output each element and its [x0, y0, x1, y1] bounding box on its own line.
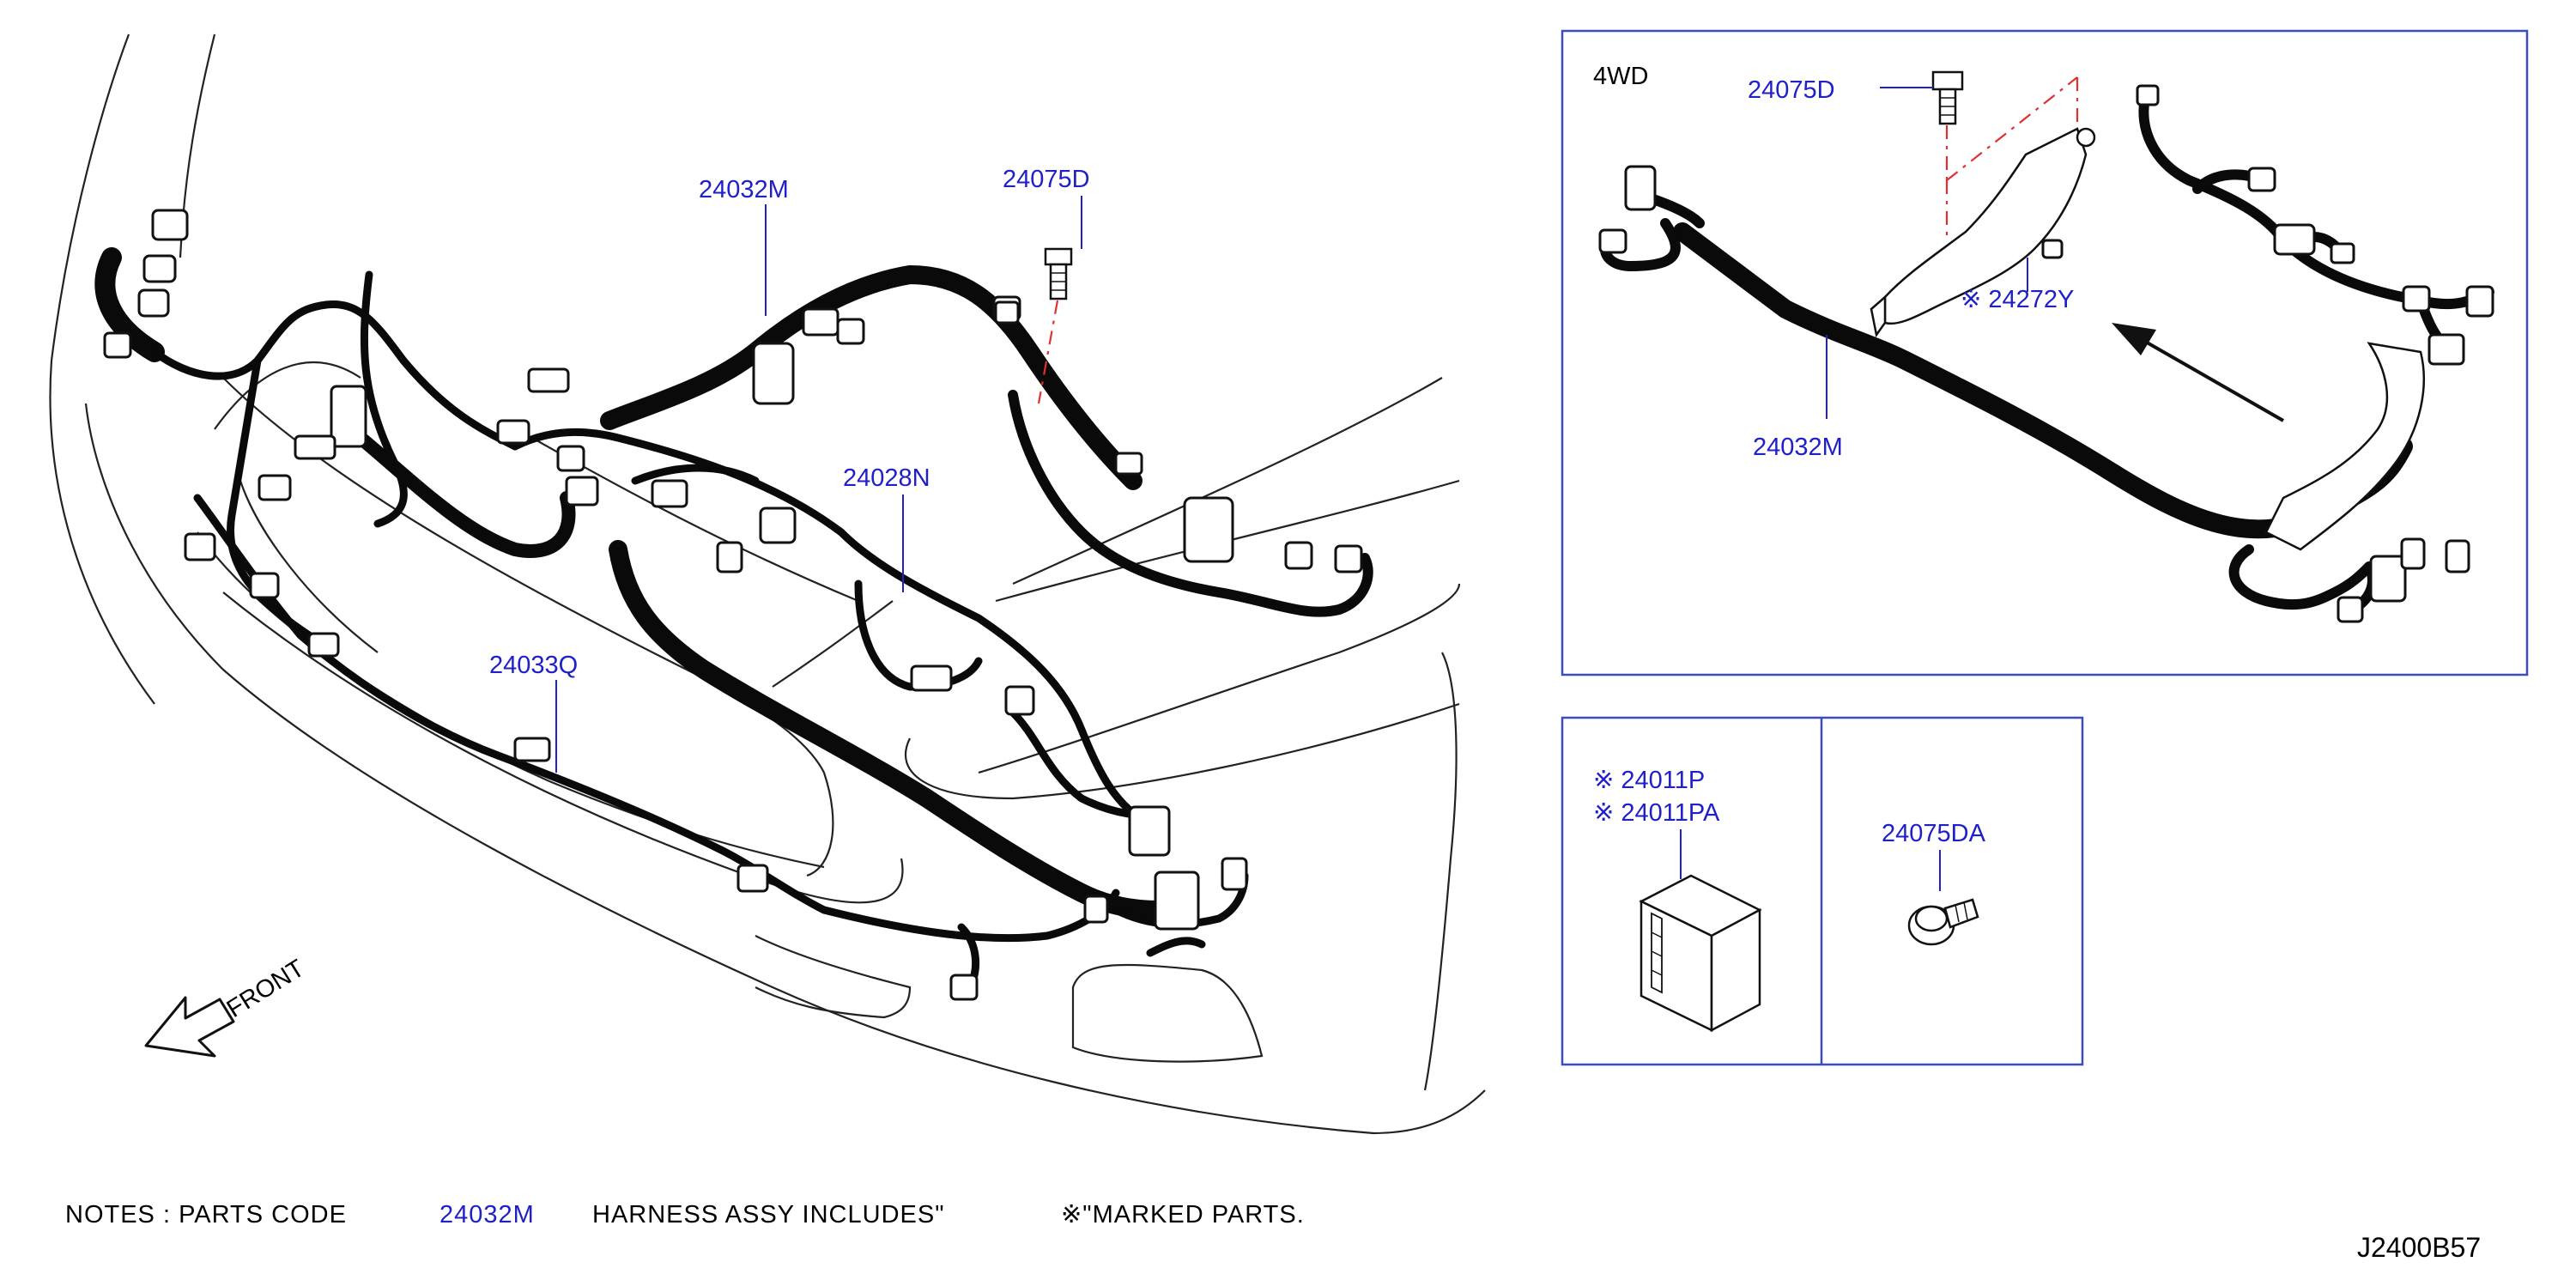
connector [1334, 544, 1363, 573]
connector [527, 367, 570, 393]
connector [103, 331, 132, 359]
label-24033Q: 24033Q [489, 652, 578, 679]
connector [2247, 167, 2276, 192]
notes-code: 24032M [439, 1201, 535, 1228]
main-connectors [103, 209, 1363, 1001]
control-module-24011P [1639, 874, 1762, 1033]
label-24075D-main: 24075D [1003, 166, 1090, 193]
connector [1114, 452, 1143, 476]
connector [716, 541, 743, 573]
inset-bracket-24272Y [1870, 127, 2425, 551]
connector [330, 385, 367, 448]
connector [294, 434, 336, 460]
connector [513, 737, 551, 762]
connector [2402, 285, 2431, 312]
connector [1083, 895, 1109, 924]
connector [1154, 871, 1200, 931]
connector [752, 342, 795, 405]
connector [2445, 539, 2470, 573]
label-24075DA: 24075DA [1882, 820, 1986, 847]
connector [137, 288, 170, 318]
label-24032M-inset: 24032M [1753, 434, 1843, 461]
bolt-24075D-main [1044, 247, 1073, 300]
connector [949, 974, 979, 1001]
connector [307, 632, 340, 658]
connector [651, 479, 688, 508]
connector [2337, 596, 2364, 623]
notes-suffix: ※"MARKED PARTS. [1061, 1201, 1305, 1228]
inset-leader-lines [1826, 87, 2028, 419]
connector [258, 474, 292, 501]
connector [759, 507, 797, 544]
label-24011PA: ※ 24011PA [1593, 799, 1720, 827]
label-24075D-inset: 24075D [1748, 76, 1835, 104]
install-guide-line [1037, 300, 1059, 404]
notes-middle: HARNESS ASSY INCLUDES" [592, 1201, 945, 1228]
connector [556, 445, 585, 472]
label-24032M-main: 24032M [699, 176, 789, 203]
notes-prefix: NOTES : PARTS CODE [65, 1201, 347, 1228]
connector [1004, 685, 1035, 716]
connector [151, 209, 189, 241]
connector [1128, 805, 1171, 857]
connector [2428, 333, 2465, 366]
connector [1598, 228, 1627, 254]
inset-direction-arrow [2112, 323, 2284, 422]
connector [142, 254, 177, 283]
connector [2369, 555, 2407, 603]
connector [802, 307, 839, 337]
vehicle-body-outline [49, 33, 1486, 1135]
connector [1221, 857, 1248, 891]
front-label: FRONT [222, 955, 310, 1023]
connector [565, 476, 599, 507]
connector [496, 419, 530, 445]
label-24011P: ※ 24011P [1593, 767, 1705, 794]
connector [2330, 242, 2355, 264]
label-24028N: 24028N [843, 464, 930, 492]
connector [736, 864, 769, 893]
connector [1624, 165, 1657, 211]
connector [2273, 223, 2316, 256]
inset-connectors [1598, 84, 2494, 623]
connector [2400, 537, 2426, 570]
main-leader-lines [555, 196, 1082, 773]
connector [2041, 239, 2064, 259]
connector [1183, 496, 1234, 563]
diagram-id: J2400B57 [2357, 1232, 2481, 1263]
inset-guide-lines [1945, 76, 2079, 240]
connector [2136, 84, 2160, 106]
bolt-24075DA [1907, 898, 1979, 946]
connector [249, 572, 280, 599]
connector [2465, 285, 2494, 318]
front-direction-arrow [144, 996, 235, 1058]
inset-variant-label: 4WD [1593, 63, 1648, 90]
connector [910, 664, 953, 692]
label-24272Y: ※ 24272Y [1961, 286, 2074, 313]
inset-4wd-panel [1561, 29, 2529, 676]
connector [994, 300, 1020, 325]
connector [836, 318, 865, 345]
bolt-24075D-inset [1931, 70, 1964, 125]
connector [184, 532, 216, 561]
connector [1284, 541, 1313, 570]
